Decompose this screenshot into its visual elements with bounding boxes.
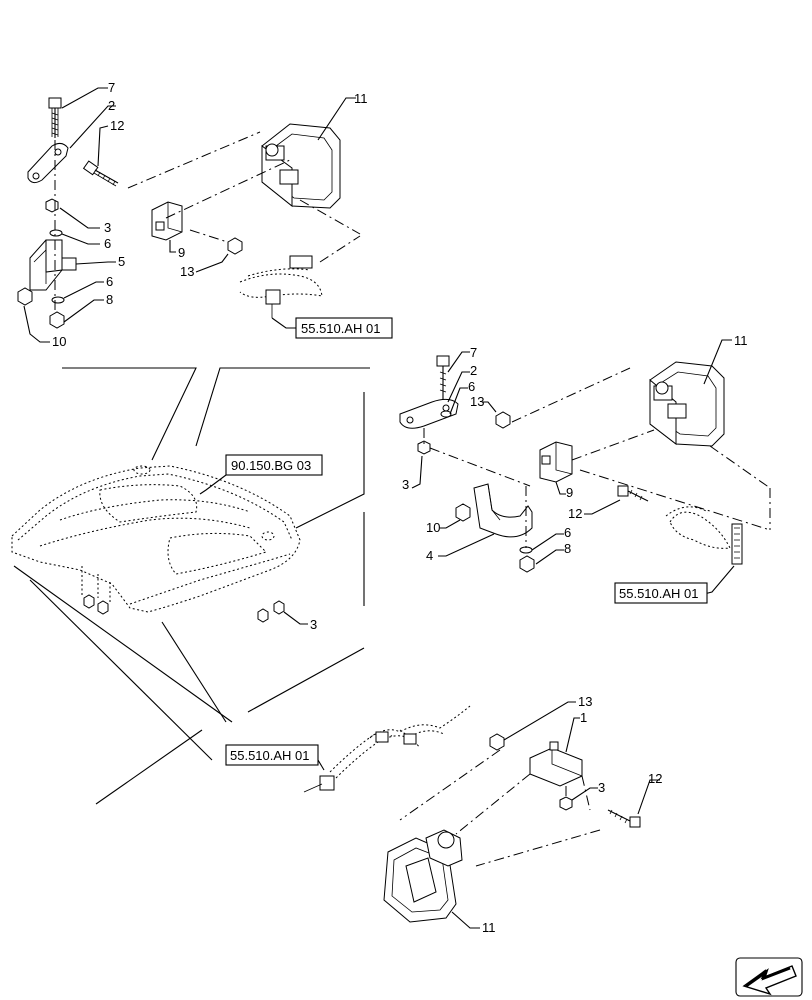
callout-2: 2 (108, 98, 115, 113)
nut-3 (45, 198, 59, 213)
hood-group: 3 90.150.BG 03 (11, 367, 370, 805)
callout-5: 5 (118, 254, 125, 269)
nut-13b (495, 411, 511, 429)
nut-13c (489, 733, 505, 751)
bolt-12 (82, 160, 119, 187)
reference-box-bottom[interactable] (225, 744, 319, 766)
bracket-1 (529, 741, 583, 787)
nut-10b (455, 503, 471, 522)
reference-box-hood[interactable] (225, 454, 323, 476)
nut-3c (559, 796, 573, 811)
hood-screws (83, 594, 285, 623)
callout-g2-2: 2 (470, 363, 477, 378)
nut-10 (17, 287, 33, 306)
callout-7: 7 (108, 80, 115, 95)
bracket-5 (29, 239, 77, 291)
callout-g2-9: 9 (566, 485, 573, 500)
group-top-left: 7 2 12 11 3 6 5 6 8 10 9 13 55.510.AH 01 (17, 80, 393, 349)
group-bottom: 55.510.AH 01 13 1 3 (225, 694, 662, 935)
callout-6: 6 (104, 236, 111, 251)
callout-g2-4: 4 (426, 548, 433, 563)
callout-11: 11 (354, 91, 368, 106)
washer-6 (49, 229, 63, 237)
callout-g2-11: 11 (734, 333, 748, 348)
bolt-12c (607, 809, 641, 828)
callout-g3-13: 13 (578, 694, 592, 709)
harness-c (303, 705, 471, 793)
group-mid-right: 11 7 2 6 13 3 (399, 333, 771, 604)
nut-3b (417, 440, 431, 455)
callout-g3-12: 12 (648, 771, 662, 786)
callout-10: 10 (52, 334, 66, 349)
callout-g3-1: 1 (580, 710, 587, 725)
callout-g3-3: 3 (598, 780, 605, 795)
callout-8: 8 (106, 292, 113, 307)
callout-g3-11: 11 (482, 920, 496, 935)
washer-6c (440, 410, 452, 418)
callout-12: 12 (110, 118, 124, 133)
work-lamp-11a (261, 123, 341, 209)
bracket-4 (473, 483, 533, 538)
callout-13: 13 (180, 264, 194, 279)
bracket-9b (539, 441, 573, 483)
reference-box-top[interactable] (295, 317, 393, 339)
callout-3: 3 (104, 220, 111, 235)
bolt-7 (48, 97, 62, 138)
nut-8 (49, 311, 65, 329)
hood-panel (11, 465, 301, 613)
callout-g2-8: 8 (564, 541, 571, 556)
harness-b (665, 506, 743, 565)
reference-top[interactable]: 55.510.AH 01 (301, 321, 381, 336)
harness-a (239, 255, 323, 318)
callout-g2-13: 13 (470, 394, 484, 409)
callout-9: 9 (178, 245, 185, 260)
callout-g2-6b: 6 (564, 525, 571, 540)
callout-g2-10: 10 (426, 520, 440, 535)
nut-13a (227, 237, 243, 255)
reference-bottom[interactable]: 55.510.AH 01 (230, 748, 310, 763)
work-lamp-11c (383, 829, 463, 923)
bracket-9a (151, 201, 183, 241)
callout-g2-12: 12 (568, 506, 582, 521)
callout-g2-6: 6 (468, 379, 475, 394)
bolt-7b (436, 355, 450, 400)
callout-6b: 6 (106, 274, 113, 289)
nut-8b (519, 555, 535, 573)
washer-6b (51, 296, 65, 304)
bolt-12b (617, 485, 649, 502)
reference-hood[interactable]: 90.150.BG 03 (231, 458, 311, 473)
previous-page-arrow-icon[interactable] (735, 957, 803, 997)
callout-g2-3: 3 (402, 477, 409, 492)
work-lamp-11b (649, 361, 725, 447)
reference-box-mid[interactable] (614, 582, 708, 604)
reference-mid[interactable]: 55.510.AH 01 (619, 586, 699, 601)
callout-g2-7: 7 (470, 345, 477, 360)
callout-hood-3: 3 (310, 617, 317, 632)
